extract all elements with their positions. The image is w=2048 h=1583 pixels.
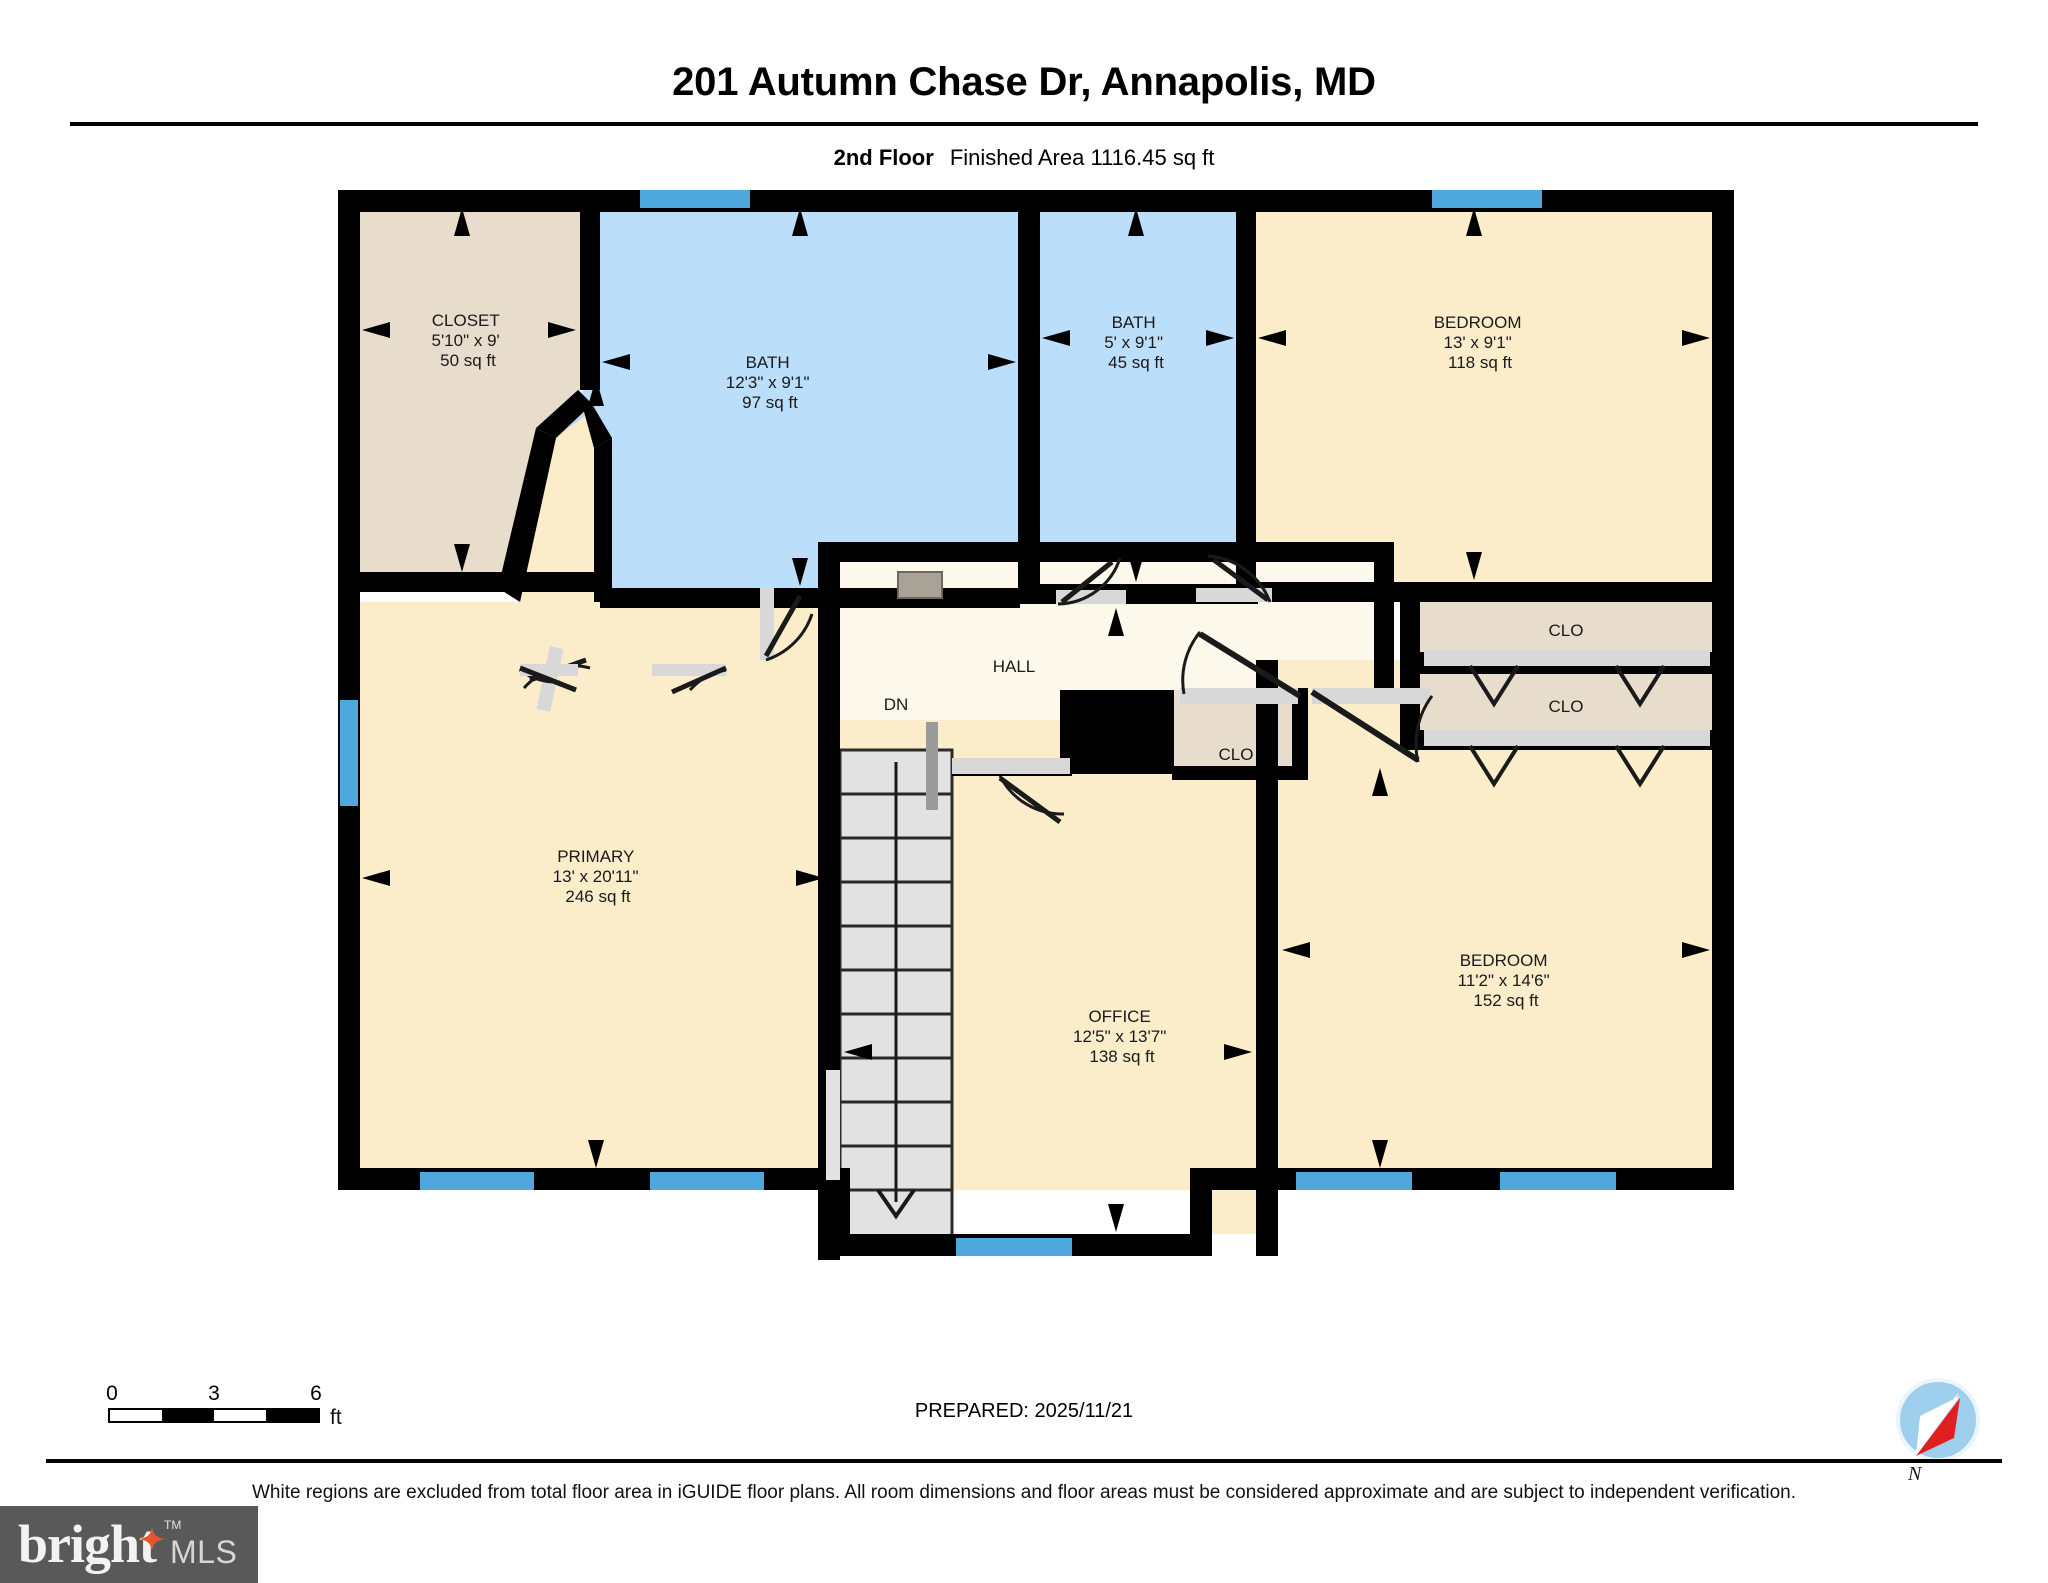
window-bedroom-bottom-1: [1296, 1172, 1412, 1190]
room-name: PRIMARY: [557, 847, 634, 866]
floor-plan-drawing: CLOSET 5'10" x 9' 50 sq ft BATH 12'3" x …: [0, 190, 2048, 1360]
room-label-closet-top-left: CLOSET 5'10" x 9' 50 sq ft: [431, 311, 504, 370]
page-title: 201 Autumn Chase Dr, Annapolis, MD: [672, 60, 1376, 104]
scale-bar-graphic: [108, 1408, 320, 1423]
dimension-arrows: [362, 208, 1710, 1232]
window-office-bottom: [956, 1238, 1072, 1256]
staircase: [838, 748, 954, 1242]
scale-bar: 0 3 6 ft: [106, 1382, 368, 1429]
room-dimensions: 13' x 20'11": [553, 867, 639, 886]
scale-tick-1: 3: [208, 1382, 220, 1405]
room-area: 118 sq ft: [1448, 353, 1512, 372]
scale-tick-0: 0: [106, 1382, 118, 1405]
scale-seg-2: [162, 1410, 214, 1421]
room-dimensions: 13' x 9'1": [1443, 333, 1511, 352]
logo-wordmark: bright: [18, 1514, 157, 1574]
compass-needle-north: [1916, 1398, 1960, 1456]
room-name: BATH: [1112, 313, 1156, 332]
scale-seg-1: [110, 1410, 162, 1421]
star-icon: [139, 1526, 165, 1552]
compass-label: N: [1907, 1463, 1923, 1485]
scale-seg-4: [266, 1410, 318, 1421]
logo-content: bright TM MLS: [18, 1512, 244, 1578]
stairs-direction-label: DN: [884, 695, 909, 714]
stair-rail: [926, 722, 938, 810]
room-dimensions: 11'2" x 14'6": [1458, 971, 1550, 990]
room-label-office: OFFICE 12'5" x 13'7" 138 sq ft: [1073, 1007, 1171, 1066]
scale-unit-label: ft: [330, 1406, 342, 1429]
room-label-primary: PRIMARY 13' x 20'11" 246 sq ft: [553, 847, 644, 906]
window-primary-left: [340, 700, 358, 806]
finished-area-text: Finished Area 1116.45 sq ft: [949, 145, 1215, 170]
room-label-bedroom-top-right: BEDROOM 13' x 9'1" 118 sq ft: [1434, 313, 1527, 372]
compass-needle-south: [1916, 1396, 1960, 1456]
room-area: 246 sq ft: [565, 887, 630, 906]
room-area: 152 sq ft: [1473, 991, 1538, 1010]
room-name: OFFICE: [1088, 1007, 1150, 1026]
floor-label: 2nd Floor: [833, 145, 934, 170]
room-dimensions: 12'3" x 9'1": [726, 373, 810, 392]
room-fill-closet-right-lower: [1420, 672, 1714, 734]
bright-mls-logo: bright TM MLS: [0, 1506, 258, 1583]
room-label-bath-main: BATH 12'3" x 9'1" 97 sq ft: [726, 353, 815, 412]
room-fill-closet-right-upper: [1420, 596, 1714, 658]
scale-seg-3: [214, 1410, 266, 1421]
room-label-bedroom-bottom-right: BEDROOM 11'2" x 14'6" 152 sq ft: [1458, 951, 1555, 1010]
room-dimensions: 5'10" x 9': [431, 331, 499, 350]
room-dimensions: 5' x 9'1": [1104, 333, 1163, 352]
room-labels: CLOSET 5'10" x 9' 50 sq ft BATH 12'3" x …: [431, 311, 1583, 1066]
room-label-hall: HALL: [993, 657, 1036, 676]
window-primary-bottom-1: [420, 1172, 534, 1190]
prepared-date: PREPARED: 2025/11/21: [914, 1400, 1134, 1422]
room-area: 138 sq ft: [1089, 1047, 1154, 1066]
room-label-closet-hall: CLO: [1219, 745, 1254, 764]
disclaimer-text: White regions are excluded from total fl…: [251, 1482, 1797, 1503]
floor-subtitle: 2nd Floor Finished Area 1116.45 sq ft: [0, 145, 2048, 171]
scale-tick-labels: 0 3 6: [106, 1382, 368, 1408]
room-name: BEDROOM: [1434, 313, 1522, 332]
room-fill-bath-main: [570, 210, 1018, 602]
room-fill-bedroom-top-right: [1254, 210, 1714, 602]
room-name: BEDROOM: [1460, 951, 1548, 970]
room-area: 45 sq ft: [1108, 353, 1164, 372]
logo-trademark: TM: [164, 1518, 182, 1532]
room-name: CLOSET: [432, 311, 500, 330]
scale-tick-2: 6: [310, 1382, 322, 1405]
logo-suffix: MLS: [170, 1534, 238, 1570]
doors: [519, 554, 1710, 1180]
window-bedroom-bottom-2: [1500, 1172, 1616, 1190]
room-label-closet-right-upper: CLO: [1549, 621, 1584, 640]
room-area: 97 sq ft: [742, 393, 798, 412]
footer-divider: [46, 1459, 2002, 1463]
room-dimensions: 12'5" x 13'7": [1073, 1027, 1166, 1046]
window-bath-top: [640, 190, 750, 208]
header-divider: [70, 122, 1978, 126]
windows: [340, 190, 1616, 1256]
room-area: 50 sq ft: [440, 351, 496, 370]
room-name: BATH: [746, 353, 790, 372]
window-bedroom-top: [1432, 190, 1542, 208]
room-label-bath-second: BATH 5' x 9'1" 45 sq ft: [1104, 313, 1168, 372]
room-label-closet-right-lower: CLO: [1549, 697, 1584, 716]
bath-fixture: [897, 571, 943, 599]
room-fill-bath-second: [1040, 210, 1236, 602]
compass-rose: N: [1880, 1372, 2000, 1490]
window-primary-bottom-2: [650, 1172, 764, 1190]
